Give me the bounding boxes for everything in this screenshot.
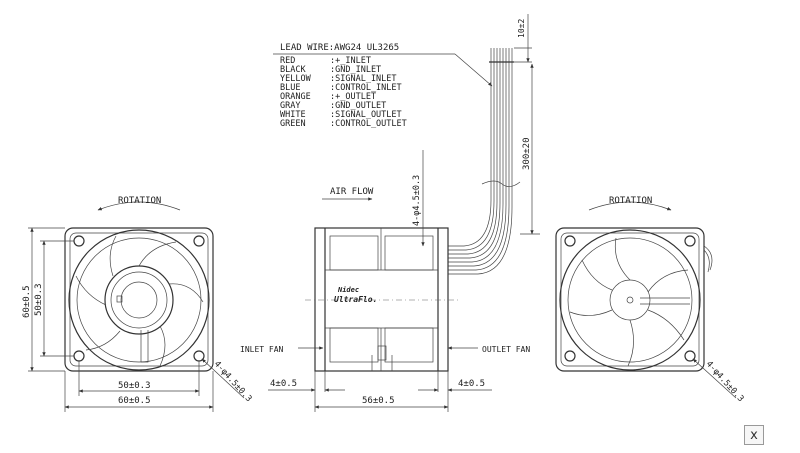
air-flow-label: AIR FLOW bbox=[330, 187, 374, 197]
wire-signal: :+_OUTLET bbox=[330, 92, 376, 102]
left-width-inner-dim: 50±0.3 bbox=[118, 381, 151, 391]
wire-signal: :+_INLET bbox=[330, 56, 371, 66]
rotation-label-right: ROTATION bbox=[609, 196, 652, 206]
right-hole-dim: 4-φ4.5±0.3 bbox=[704, 359, 746, 404]
side-hole-dim: 4-φ4.5±0.3 bbox=[412, 175, 422, 226]
wire-length-dim: 300±20 bbox=[522, 137, 532, 170]
left-height-outer-dim: 60±0.5 bbox=[22, 285, 32, 318]
fan-side-view: Nidec UltraFlo. AIR FLOW 4-φ4.5±0.3 4±0.… bbox=[240, 150, 530, 412]
side-depth-dim: 56±0.5 bbox=[362, 396, 395, 406]
wire-signal: :SIGNAL_INLET bbox=[330, 74, 397, 84]
inlet-fan-label: INLET FAN bbox=[240, 345, 284, 354]
strip-length-dim: 10±2 bbox=[517, 19, 526, 38]
outlet-fan-label: OUTLET FAN bbox=[482, 345, 530, 354]
wire-color: GRAY bbox=[280, 101, 300, 111]
left-hole-dim: 4-φ4.5±0.3 bbox=[212, 359, 254, 404]
wire-color: BLUE bbox=[280, 83, 300, 93]
rotation-label-left: ROTATION bbox=[118, 196, 161, 206]
wire-color: BLACK bbox=[280, 65, 306, 75]
inlet-fan-front-view: ROTATION 60±0.5 50±0.3 50±0.3 60±0.5 4-φ… bbox=[22, 196, 253, 412]
wire-color: WHITE bbox=[280, 110, 306, 120]
wire-bundle: 10±2 300±20 bbox=[448, 14, 540, 275]
outlet-fan-front-view: ROTATION 4-φ4.5±0.3 bbox=[555, 196, 746, 404]
lead-wire-table: LEAD WIRE:AWG24 UL3265 RED :+_INLET BLAC… bbox=[273, 43, 493, 129]
wire-color: RED bbox=[280, 56, 295, 66]
wire-signal: :SIGNAL_OUTLET bbox=[330, 110, 402, 120]
wire-color: ORANGE bbox=[280, 92, 311, 102]
side-flange-left-dim: 4±0.5 bbox=[270, 379, 297, 389]
left-width-outer-dim: 60±0.5 bbox=[118, 396, 151, 406]
left-height-inner-dim: 50±0.3 bbox=[34, 283, 44, 316]
wire-color: GREEN bbox=[280, 119, 306, 129]
lead-wire-rows: RED :+_INLET BLACK :GND_INLET YELLOW :SI… bbox=[280, 56, 407, 129]
logo-product: UltraFlo. bbox=[334, 295, 377, 304]
close-button[interactable]: x bbox=[744, 425, 764, 445]
side-flange-right-dim: 4±0.5 bbox=[458, 379, 485, 389]
logo-brand: Nidec bbox=[337, 286, 359, 294]
wire-signal: :GND_INLET bbox=[330, 65, 381, 75]
wire-signal: :CONTROL_OUTLET bbox=[330, 119, 407, 129]
lead-wire-title: LEAD WIRE:AWG24 UL3265 bbox=[280, 43, 399, 53]
wire-color: YELLOW bbox=[280, 74, 312, 84]
wire-signal: :CONTROL_INLET bbox=[330, 83, 402, 93]
wire-signal: :GND_OUTLET bbox=[330, 101, 386, 111]
